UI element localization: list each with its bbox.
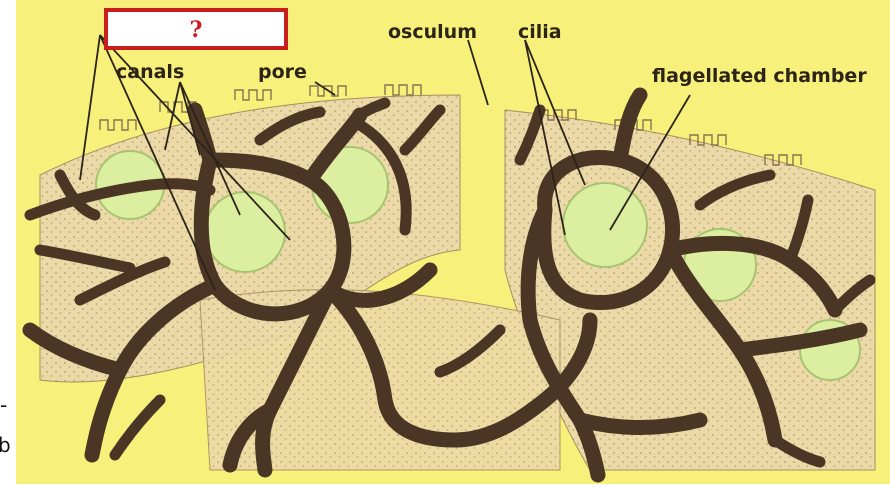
- edge-mark-top: -: [0, 393, 7, 417]
- chamber: [563, 183, 647, 267]
- chamber: [205, 192, 285, 272]
- label-cilia: cilia: [518, 21, 562, 43]
- label-flagellated-chamber: flagellated chamber: [652, 65, 867, 87]
- label-osculum: osculum: [388, 21, 477, 43]
- edge-mark-bottom: b: [0, 433, 11, 457]
- label-pore: pore: [258, 61, 307, 83]
- label-canals: canals: [116, 61, 184, 83]
- question-mark: ?: [190, 17, 203, 43]
